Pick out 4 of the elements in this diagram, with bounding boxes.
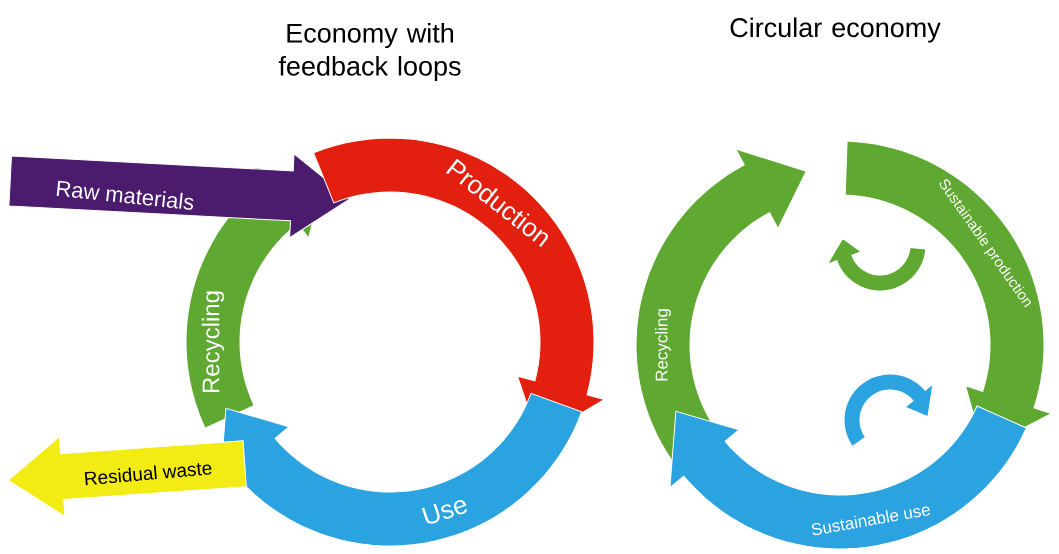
ring-segment: Sustainable use xyxy=(669,405,1027,550)
heading: Economy with feedback loops xyxy=(278,22,461,82)
heading: Circular economy xyxy=(730,17,941,43)
ring-segment: Use xyxy=(219,392,583,547)
